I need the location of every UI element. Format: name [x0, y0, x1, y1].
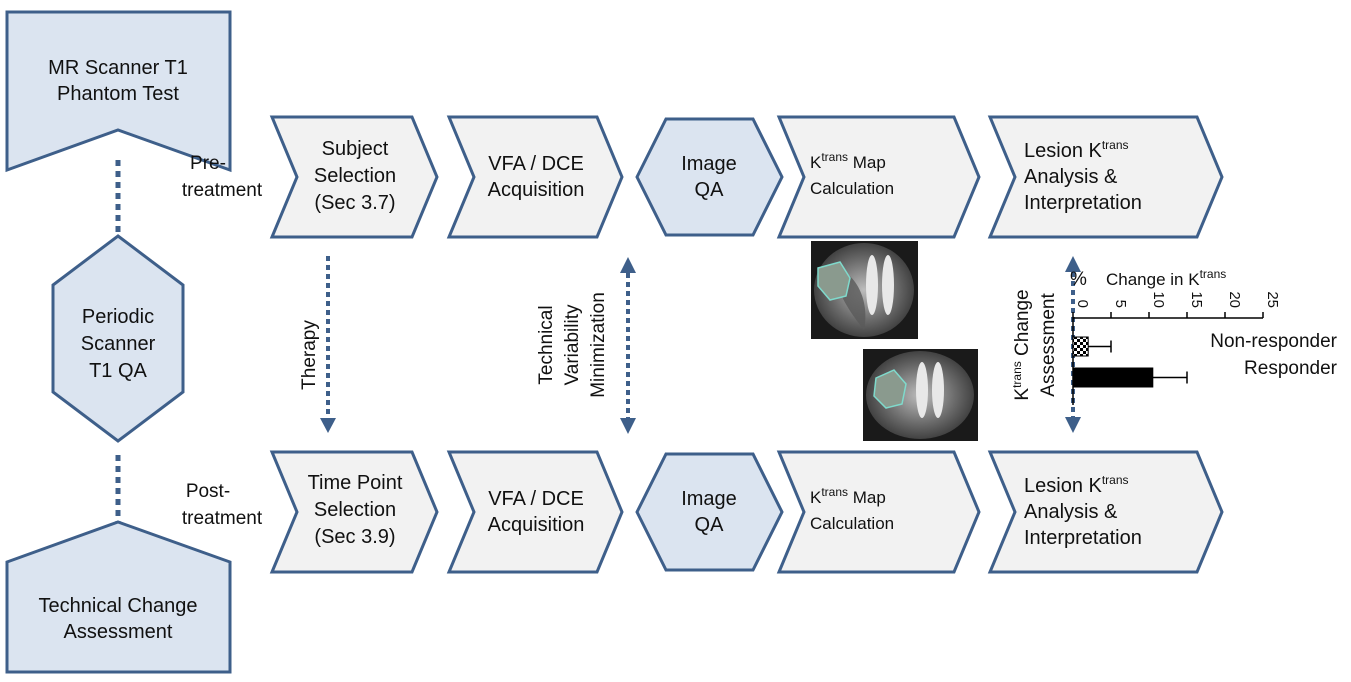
time-point-selection-chevron: Time Point Selection (Sec 3.9)	[269, 450, 439, 574]
technical-variability-label: Technical Variability Minimization	[536, 292, 609, 398]
image-qa-hexagon-pre: Image QA	[635, 117, 784, 237]
chart-tick-label: 20	[1226, 291, 1243, 308]
assess-rest: Change	[1012, 289, 1033, 361]
qa-pre-line2: QA	[695, 179, 725, 201]
chart-title-sup: trans	[1200, 267, 1227, 281]
ktrans-change-assessment-label: Ktrans Change Assessment	[1010, 289, 1059, 400]
kmap-pre-rest: Map	[848, 153, 886, 172]
lesion-post-line3: Interpretation	[1024, 527, 1142, 549]
subject-line3: (Sec 3.7)	[314, 192, 395, 214]
vfa-dce-acquisition-chevron-pre: VFA / DCE Acquisition	[446, 115, 624, 239]
ktrans-map-calculation-chevron-pre: Ktrans Map Calculation	[776, 115, 981, 239]
tech-line1: Technical	[536, 305, 557, 384]
chart-title: Change in Ktrans	[1106, 267, 1226, 289]
kmap-pre-k: K	[810, 153, 822, 172]
periodic-line1: Periodic	[82, 306, 154, 328]
periodic-line2: Scanner	[81, 333, 156, 355]
lesion-pre-line2: Analysis &	[1024, 166, 1118, 188]
category-label-non-responder: Non-responder	[1210, 331, 1337, 352]
chart-tick-label: 5	[1112, 300, 1129, 308]
subject-selection-chevron: Subject Selection (Sec 3.7)	[269, 115, 439, 239]
assess-line2: Assessment	[1038, 293, 1059, 397]
chart-percent-label: %	[1070, 269, 1087, 290]
category-label-responder: Responder	[1244, 358, 1338, 379]
vfa-post-line1: VFA / DCE	[488, 488, 584, 510]
kmap-post-line2: Calculation	[810, 514, 894, 533]
post-label-line2: treatment	[182, 508, 263, 529]
lesion-pre-text: Lesion K	[1024, 140, 1102, 162]
lesion-ktrans-analysis-chevron-post: Lesion Ktrans Analysis & Interpretation	[987, 450, 1224, 574]
lesion-post-text: Lesion K	[1024, 475, 1102, 497]
svg-text:Ktrans Change: Ktrans Change	[1010, 289, 1033, 400]
tech-change-line2: Assessment	[64, 621, 173, 643]
svg-text:Ktrans Map: Ktrans Map	[810, 150, 886, 172]
subject-line1: Subject	[322, 138, 389, 160]
mr-scanner-line1: MR Scanner T1	[48, 57, 188, 79]
image-qa-hexagon-post: Image QA	[635, 452, 784, 572]
chart-bar-non-responder	[1072, 336, 1089, 357]
lesion-pre-line3: Interpretation	[1024, 192, 1142, 214]
timepoint-line1: Time Point	[308, 472, 403, 494]
vfa-dce-acquisition-chevron-post: VFA / DCE Acquisition	[446, 450, 624, 574]
chart-tick-label: 10	[1150, 291, 1167, 308]
assess-k: K	[1012, 388, 1033, 401]
kmap-post-k: K	[810, 488, 822, 507]
qa-post-line2: QA	[695, 514, 725, 536]
vfa-post-line2: Acquisition	[488, 514, 585, 536]
vfa-pre-line1: VFA / DCE	[488, 153, 584, 175]
periodic-line3: T1 QA	[89, 360, 147, 382]
mri-image-pre	[811, 241, 918, 339]
mr-scanner-phantom-test-node: MR Scanner T1 Phantom Test	[5, 10, 232, 173]
lesion-pre-sup: trans	[1102, 138, 1129, 152]
chart-tick-label: 0	[1074, 300, 1091, 308]
pre-label-line2: treatment	[182, 180, 263, 201]
post-label-line1: Post-	[186, 481, 230, 502]
lesion-post-line2: Analysis &	[1024, 501, 1118, 523]
timepoint-line2: Selection	[314, 499, 396, 521]
lesion-post-sup: trans	[1102, 473, 1129, 487]
subject-line2: Selection	[314, 165, 396, 187]
ktrans-change-bar-chart: % Change in Ktrans 0 5 10 15 20 25 Non-respon…	[1070, 267, 1338, 405]
mr-scanner-line2: Phantom Test	[57, 83, 179, 105]
periodic-scanner-t1-qa-node: Periodic Scanner T1 QA	[51, 234, 185, 443]
mri-image-post	[863, 349, 978, 441]
qa-post-line1: Image	[681, 488, 737, 510]
kmap-post-rest: Map	[848, 488, 886, 507]
therapy-arrow	[320, 256, 336, 433]
qa-pre-line1: Image	[681, 153, 737, 175]
therapy-label: Therapy	[299, 320, 320, 390]
lesion-ktrans-analysis-chevron-pre: Lesion Ktrans Analysis & Interpretation	[987, 115, 1224, 239]
svg-text:Ktrans Map: Ktrans Map	[810, 485, 886, 507]
chart-tick-label: 15	[1188, 291, 1205, 308]
vfa-pre-line2: Acquisition	[488, 179, 585, 201]
tech-line3: Minimization	[588, 292, 609, 398]
kmap-pre-sup: trans	[821, 150, 848, 164]
chart-tick-label: 25	[1264, 291, 1281, 308]
timepoint-line3: (Sec 3.9)	[314, 526, 395, 548]
chart-bar-responder	[1072, 367, 1154, 388]
kmap-post-sup: trans	[821, 485, 848, 499]
assess-sup: trans	[1010, 361, 1024, 388]
kmap-pre-line2: Calculation	[810, 179, 894, 198]
technical-change-assessment-node: Technical Change Assessment	[5, 520, 232, 674]
chart-title-text: Change in K	[1106, 270, 1200, 289]
ktrans-map-calculation-chevron-post: Ktrans Map Calculation	[776, 450, 981, 574]
pre-label-line1: Pre-	[190, 153, 226, 174]
tech-change-line1: Technical Change	[39, 595, 198, 617]
svg-text:Lesion Ktrans: Lesion Ktrans	[1024, 138, 1129, 162]
tech-line2: Variability	[562, 304, 583, 385]
technical-variability-arrow	[620, 257, 636, 434]
svg-text:Lesion Ktrans: Lesion Ktrans	[1024, 473, 1129, 497]
